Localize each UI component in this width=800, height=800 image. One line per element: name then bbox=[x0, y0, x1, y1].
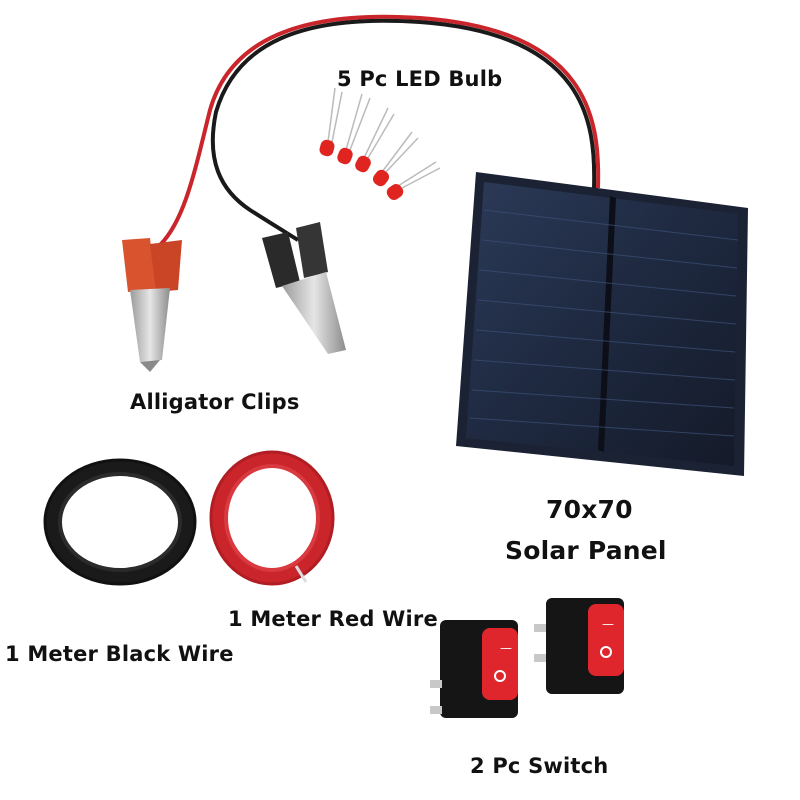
label-switch: 2 Pc Switch bbox=[470, 754, 609, 778]
label-led-bulb: 5 Pc LED Bulb bbox=[337, 67, 503, 91]
black-alligator-clip bbox=[262, 222, 346, 354]
label-panel-size: 70x70 bbox=[546, 495, 633, 524]
rocker-switch-right: — bbox=[534, 598, 624, 694]
label-black-wire: 1 Meter Black Wire bbox=[5, 642, 234, 666]
solar-panel bbox=[456, 172, 748, 476]
led-bulbs bbox=[319, 87, 441, 200]
red-alligator-clip bbox=[122, 238, 182, 372]
rocker-switch-left: — bbox=[430, 620, 518, 718]
label-red-wire: 1 Meter Red Wire bbox=[228, 607, 438, 631]
svg-text:—: — bbox=[602, 617, 614, 631]
black-wire-coil bbox=[43, 458, 197, 586]
panel-cable bbox=[158, 14, 601, 247]
svg-text:—: — bbox=[500, 641, 512, 655]
label-solar-panel: Solar Panel bbox=[505, 536, 667, 565]
red-wire-coil bbox=[209, 450, 335, 586]
label-alligator-clips: Alligator Clips bbox=[130, 390, 300, 414]
